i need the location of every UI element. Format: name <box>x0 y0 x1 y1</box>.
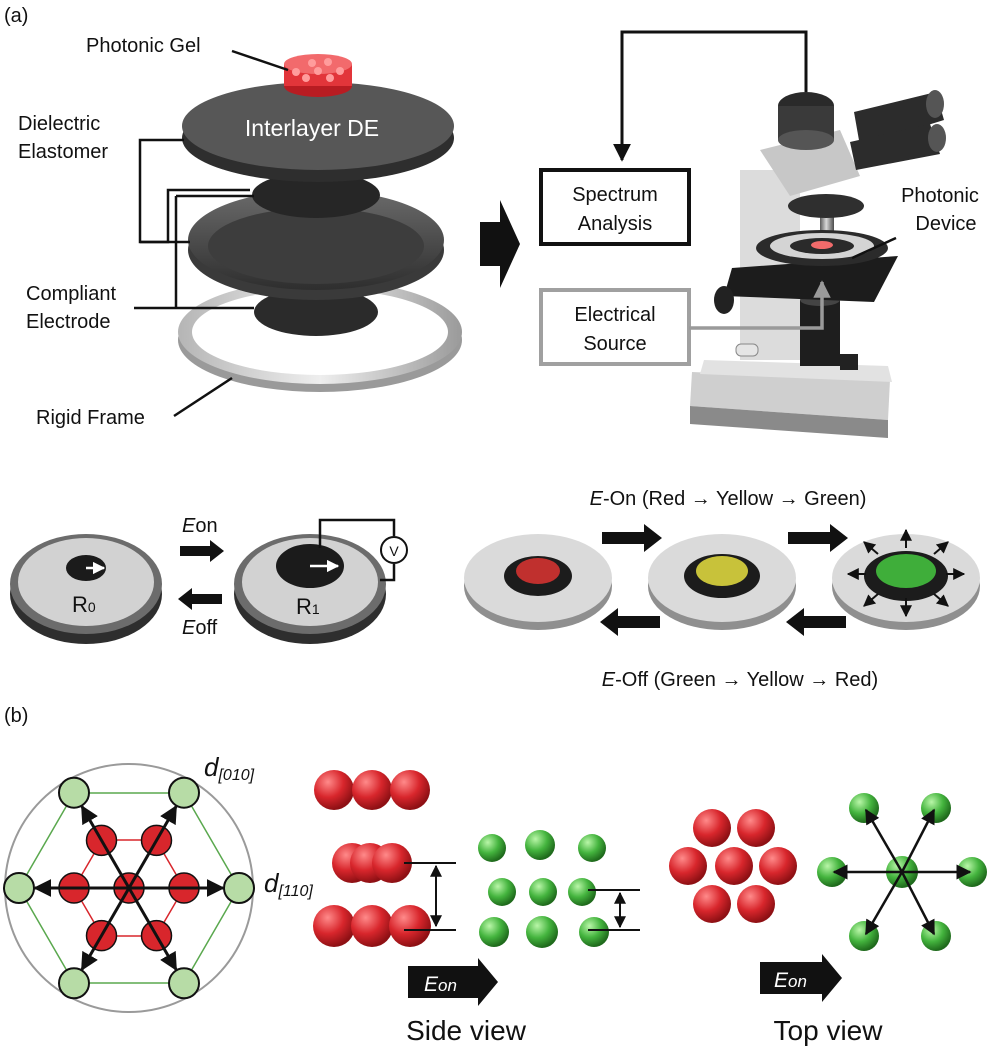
top-view-red-spheres <box>669 809 797 923</box>
side-view-label: Side view <box>406 1015 527 1046</box>
lattice-expansion-arrow <box>127 887 178 971</box>
color-disk-green <box>832 528 980 630</box>
voltmeter-icon <box>380 536 408 564</box>
electrical-label-1: Electrical <box>574 304 655 326</box>
compliant-label-2: Electrode <box>26 311 111 333</box>
color-disk-yellow <box>648 534 796 630</box>
panel-label-b: (b) <box>4 705 28 727</box>
e-off-label: Eoff <box>182 617 218 639</box>
spectrum-analysis-box <box>539 168 691 246</box>
photonic-gel-leader <box>231 49 289 72</box>
side-view-red-spacing <box>404 862 456 931</box>
on-arrow-2 <box>788 524 848 552</box>
d010-label: d[010] <box>204 752 255 784</box>
d110-label: d[110] <box>264 868 313 900</box>
spectrum-label-1: Spectrum <box>572 184 658 206</box>
color-disk-red <box>464 534 612 630</box>
panel-label-a: (a) <box>4 5 28 27</box>
e-on-label: Eon <box>182 515 218 537</box>
voltmeter-label: V <box>389 543 399 559</box>
top-view-expansion-arrows <box>832 808 972 936</box>
e-on-arrow <box>180 540 224 562</box>
voltmeter-wire <box>318 518 396 582</box>
off-arrow-2 <box>786 608 846 636</box>
lattice-node-outer <box>58 967 90 1000</box>
compliant-label-1: Compliant <box>26 283 116 305</box>
photonic-device-label-2: Device <box>915 213 976 235</box>
dielectric-elastomer-dish <box>188 190 444 300</box>
eon-label-side: Eon <box>424 973 457 996</box>
upper-electrode <box>252 172 380 218</box>
lattice-expansion-arrow <box>80 805 131 889</box>
dielectric-bracket-arm <box>140 188 250 244</box>
process-arrow <box>480 200 520 288</box>
lattice-expansion-arrow <box>80 887 131 971</box>
top-view-label: Top view <box>774 1015 884 1046</box>
eon-arrow-top <box>760 954 842 1002</box>
electrical-source-box <box>539 288 691 366</box>
rigid-frame-leader <box>173 376 233 418</box>
spectrum-label-2: Analysis <box>578 213 652 235</box>
lattice-node-outer <box>168 967 200 1000</box>
compliant-leader <box>134 194 254 310</box>
side-view-green-spacing <box>588 889 640 931</box>
lattice-node-outer <box>168 776 200 809</box>
device-r0 <box>10 534 162 644</box>
dielectric-label-1: Dielectric <box>18 113 100 135</box>
lattice-node-outer <box>58 776 90 809</box>
dielectric-label-2: Elastomer <box>18 141 108 163</box>
signal-line <box>613 30 808 162</box>
r1-label: R1 <box>296 594 320 619</box>
eon-arrow-side <box>408 958 498 1006</box>
photonic-device-label-1: Photonic <box>901 185 979 207</box>
lattice-diagram <box>3 763 255 1013</box>
interlayer-de-label: Interlayer DE <box>245 115 379 141</box>
lattice-expansion-arrow <box>127 805 178 889</box>
interlayer-de-disk <box>182 82 454 182</box>
e-on-sequence-label: E-On (Red → Yellow → Green) <box>590 488 867 510</box>
on-arrow-1 <box>602 524 662 552</box>
lattice-node-outer <box>223 872 255 904</box>
device-r1 <box>234 534 386 644</box>
photonic-gel <box>284 54 352 97</box>
eon-label-top: Eon <box>774 969 807 992</box>
photonic-gel-label: Photonic Gel <box>86 35 201 57</box>
lattice-node-outer <box>3 872 35 904</box>
side-view-red-spheres <box>313 770 431 947</box>
rigid-frame-label: Rigid Frame <box>36 407 145 429</box>
power-line <box>689 280 831 330</box>
e-off-arrow <box>178 588 222 610</box>
microscope <box>690 90 946 438</box>
r0-label: R0 <box>72 592 96 617</box>
e-off-sequence-label: E-Off (Green → Yellow → Red) <box>602 669 878 691</box>
lower-electrode <box>254 288 378 336</box>
photonic-device-leader <box>851 236 897 260</box>
side-view-green-spheres <box>478 830 609 948</box>
electrical-label-2: Source <box>583 333 646 355</box>
off-arrow-1 <box>600 608 660 636</box>
